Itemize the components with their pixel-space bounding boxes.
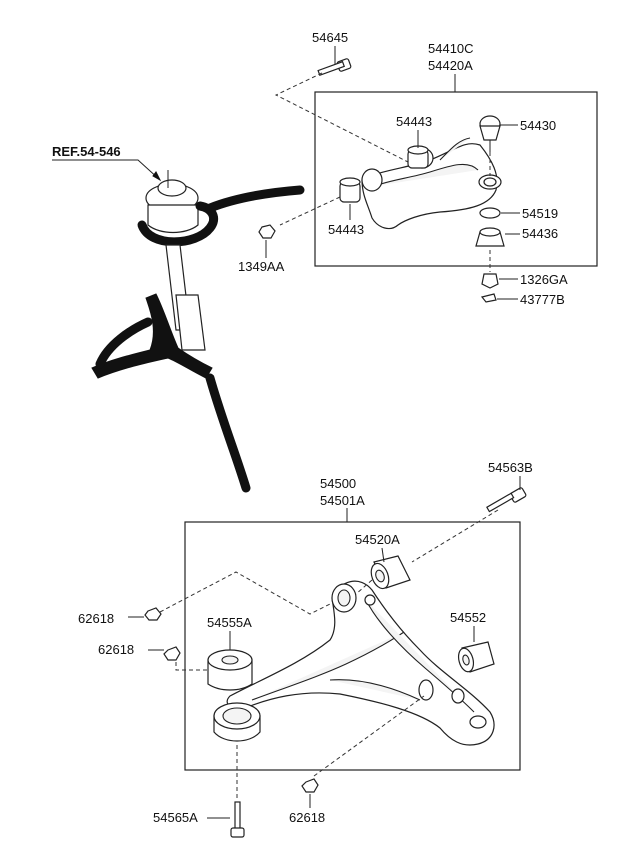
upper-arm-frame bbox=[314, 91, 598, 267]
label-62618-a[interactable]: 62618 bbox=[78, 611, 114, 626]
nut-1326GA-icon bbox=[481, 273, 499, 289]
bolt-54645-icon bbox=[317, 58, 352, 77]
label-54430[interactable]: 54430 bbox=[520, 118, 556, 133]
label-ref-54-546[interactable]: REF.54-546 bbox=[52, 144, 121, 159]
lower-arm-title-2[interactable]: 54501A bbox=[320, 493, 365, 508]
bushing-ring-icon bbox=[213, 702, 261, 742]
label-54552[interactable]: 54552 bbox=[450, 610, 486, 625]
label-54565A[interactable]: 54565A bbox=[153, 810, 198, 825]
snap-ring-54519-icon bbox=[479, 207, 501, 219]
bushing-54443-lower-icon bbox=[339, 177, 361, 203]
lower-arm-frame bbox=[184, 521, 521, 771]
bushing-54555A-icon bbox=[207, 649, 253, 691]
nut-1349AA-icon bbox=[258, 224, 276, 239]
label-54443-upper[interactable]: 54443 bbox=[396, 114, 432, 129]
upper-arm-title-1[interactable]: 54410C bbox=[428, 41, 474, 56]
label-54563B[interactable]: 54563B bbox=[488, 460, 533, 475]
label-1349AA[interactable]: 1349AA bbox=[238, 259, 285, 274]
upper-arm-title-2[interactable]: 54420A bbox=[428, 58, 473, 73]
label-43777B[interactable]: 43777B bbox=[520, 292, 565, 307]
cotter-pin-43777B-icon bbox=[480, 293, 497, 303]
lower-control-arm-icon bbox=[226, 580, 495, 746]
label-1326GA[interactable]: 1326GA bbox=[520, 272, 568, 287]
label-62618-b[interactable]: 62618 bbox=[98, 642, 134, 657]
label-54520A[interactable]: 54520A bbox=[355, 532, 400, 547]
label-54443-lower[interactable]: 54443 bbox=[328, 222, 364, 237]
label-54555A[interactable]: 54555A bbox=[207, 615, 252, 630]
bolt-54565A-icon bbox=[230, 801, 245, 838]
bushing-54520A-icon bbox=[370, 555, 411, 590]
label-54519[interactable]: 54519 bbox=[522, 206, 558, 221]
strut-mount-icon bbox=[145, 170, 199, 234]
label-62618-c[interactable]: 62618 bbox=[289, 810, 325, 825]
bushing-54443-upper-icon bbox=[407, 145, 429, 169]
lower-arm-title-1[interactable]: 54500 bbox=[320, 476, 356, 491]
upper-control-arm-icon bbox=[361, 137, 502, 230]
label-54645[interactable]: 54645 bbox=[312, 30, 348, 45]
bolt-54563B-icon bbox=[486, 487, 527, 513]
label-54436[interactable]: 54436 bbox=[522, 226, 558, 241]
nut-62618-c-icon bbox=[301, 778, 319, 793]
upper-arm-assembly: 54410C 54420A 54645 54443 bbox=[238, 30, 598, 307]
lower-arm-assembly: 54500 54501A 54563B bbox=[78, 460, 533, 838]
nut-62618-b-icon bbox=[163, 646, 181, 661]
nut-62618-a-icon bbox=[144, 607, 162, 621]
ball-joint-54430-icon bbox=[479, 115, 501, 152]
dust-boot-54436-icon bbox=[475, 227, 505, 247]
bushing-54552-icon bbox=[457, 641, 495, 673]
strut-assembly: REF.54-546 bbox=[52, 144, 305, 493]
